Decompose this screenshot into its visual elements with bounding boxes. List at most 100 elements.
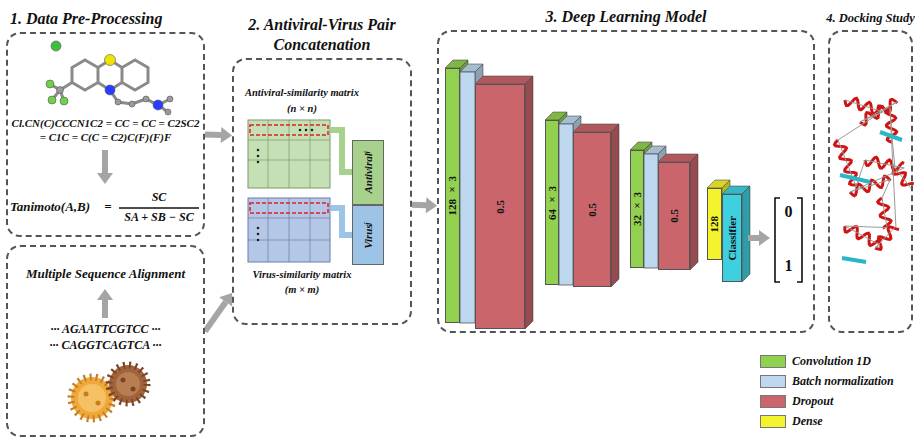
arrow-head [221,127,232,143]
helix [893,168,914,185]
legend-row: Dense [760,412,823,430]
virus-matrix [248,198,330,262]
output-class: 0 [780,202,797,222]
layer-label: 32 × 3 [631,192,643,226]
arrow-head [426,197,437,213]
output-class: 1 [780,256,797,276]
layer-label: 64 × 3 [546,186,558,220]
layer-depth [445,60,750,329]
arrow-shaft [205,132,221,139]
formula-text: SA + SB − SC [114,210,204,225]
molecule [50,60,170,112]
vertical-label: 32 × 3 [632,192,643,226]
arrow-head [759,230,770,246]
coil [838,100,911,248]
flow-arrow [412,197,437,213]
antiviral-vector: Antivirali [352,140,384,205]
formula-text: = [101,199,115,215]
layer-label: 128 [708,216,720,233]
fraction-bar [119,207,199,208]
panel-heading: 3. Deep Learning Model [546,7,707,27]
vertical-label: 0.5 [495,200,506,214]
legend-row: Convolution 1D [760,352,871,370]
panel: 4. Docking Study [828,30,913,333]
output-arrow [748,230,770,246]
vertical-label: 128 [709,216,720,233]
antiviral-row-band [330,130,352,172]
strand [840,175,870,182]
output-bracket [775,198,802,282]
protein-structure [835,98,914,262]
dropout-layer: 0.5 [658,162,690,270]
panel-text: Virus-similarity matrix [234,268,370,281]
arrow-shaft [412,202,426,208]
strand [842,258,866,262]
layer-label: Antiviral [362,153,374,193]
conv-layer: 32 × 3 [630,150,644,268]
virus-vector: Virusj [352,205,384,265]
panel-heading: 1. Data Pre-Processing [10,9,162,29]
legend-text: Batch normalization [792,374,894,389]
sequence: ··· CAGGTCAGTCA ··· [10,338,201,353]
arrow-shaft [102,300,108,318]
vertical-label: Antivirali [363,151,374,194]
panel-text: (m × m) [234,283,370,296]
antiviral-matrix [248,120,330,188]
legend-row: Batch normalization [760,372,894,390]
legend-swatch [760,355,786,368]
conv-layer: 128 × 3 [445,68,460,323]
arrow-shaft [205,302,226,331]
panel: 3. Deep Learning Model128 × 30.564 × 30.… [437,30,815,333]
legend-text: Convolution 1D [792,354,871,369]
panel-heading: 4. Docking Study [826,11,915,27]
vertical-label: 0.5 [669,209,680,223]
virus-image [71,365,147,419]
layer-label: 0.5 [494,200,506,214]
subscript: i [363,151,372,153]
panel-text: Cl.CN(C)CCCN1C2 = CC = CC = C2SC2 = C1C … [10,117,201,145]
dropout-layer: 0.5 [475,84,525,329]
flow-arrow [205,127,232,143]
panel-heading: 2. Antiviral-Virus Pair Concatenation [227,15,417,55]
sequence: ··· AGAATTCGTCC ··· [10,322,201,337]
legend-swatch [760,395,786,408]
down-arrow [97,150,113,184]
dropout-layer: 0.5 [573,132,611,287]
vertical-label: 128 × 3 [447,176,458,216]
legend-text: Dense [792,414,823,429]
formula-text: Tanimoto(A,B) [10,199,100,215]
panel: 2. Antiviral-Virus Pair ConcatenationAnt… [232,58,412,325]
layer-label: 0.5 [668,209,680,223]
flow-arrow [205,293,232,331]
conv-layer: 64 × 3 [545,120,559,285]
dense-layer: 128 [707,188,722,260]
subscript: j [363,222,372,224]
arrow-head [97,289,113,300]
atoms [46,41,173,115]
legend-text: Dropout [792,394,833,409]
panel-text: Antiviral-similarity matrix [234,86,370,99]
legend-swatch [760,375,786,388]
formula-text: SC [117,190,201,205]
vertical-label: Virusj [363,222,374,249]
legend-swatch [760,415,786,428]
arrow-head [97,173,113,184]
layer-label: Virus [362,224,374,248]
vertical-label: Classifier [727,216,738,261]
arrow-shaft [102,150,108,173]
strand [880,132,902,140]
panel-text: Multiple Sequence Alignment [8,266,203,282]
panel-text: (n × n) [234,102,370,115]
legend-row: Dropout [760,392,833,410]
arrow-shaft [748,235,759,241]
layer-label: 128 × 3 [446,176,458,216]
classifier-layer: Classifier [722,194,742,282]
virus-row-band [330,208,352,235]
layer-label: Classifier [726,216,738,261]
vertical-label: 64 × 3 [547,186,558,220]
up-arrow [97,289,113,318]
arrow-head [219,293,232,307]
flow-arrows [97,150,770,318]
layer-label: 0.5 [586,203,598,217]
